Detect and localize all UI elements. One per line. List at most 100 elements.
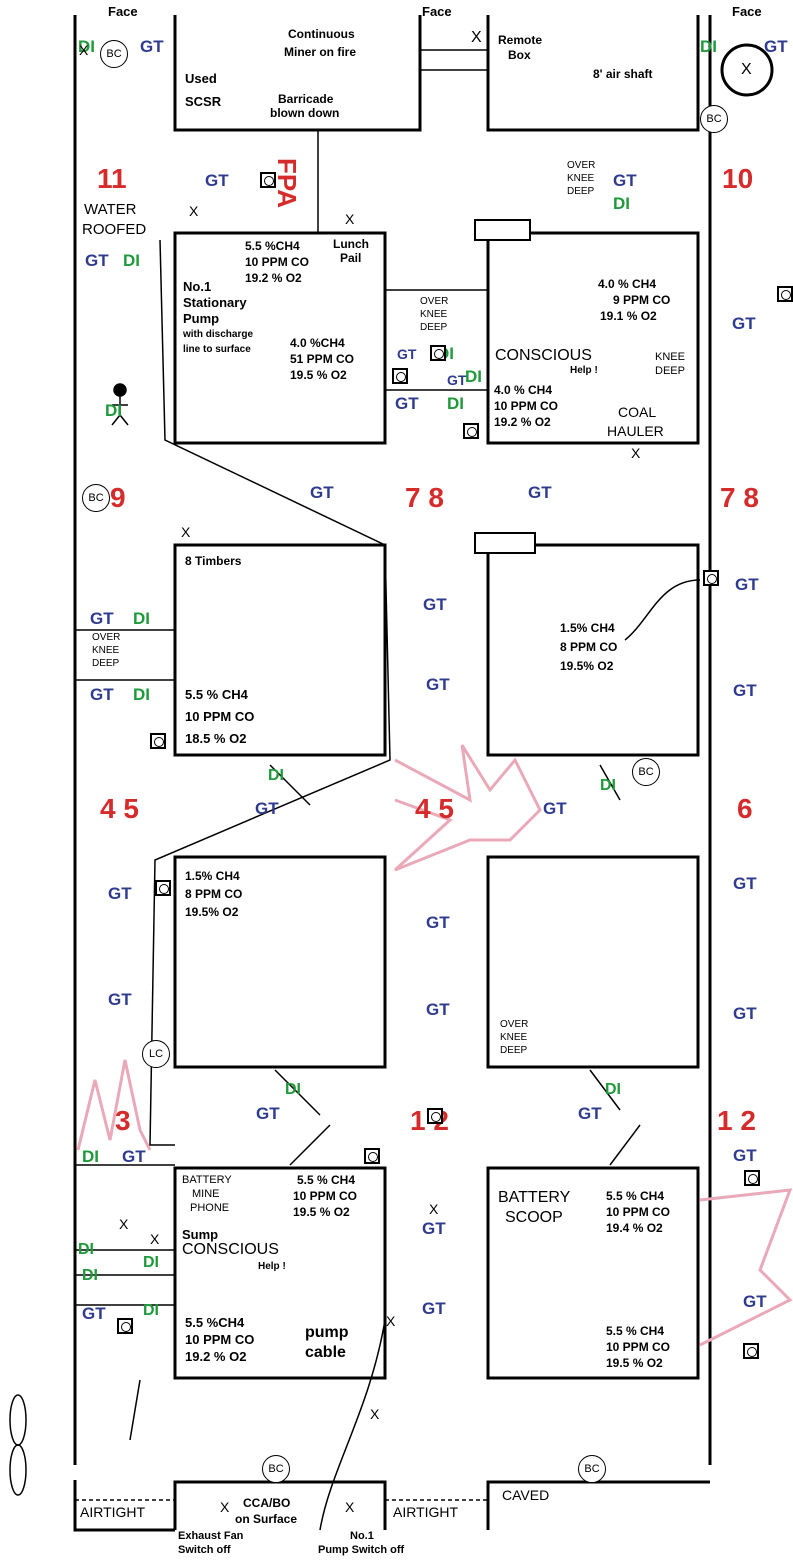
gas-reading: 10 PPM CO	[185, 709, 255, 724]
refuge-box-icon	[777, 286, 793, 302]
x-marker: X	[119, 1216, 129, 1232]
bc-marker: BC	[632, 758, 660, 786]
over-knee-label: OVER	[92, 632, 121, 643]
di-label: DI	[268, 767, 284, 784]
gas-reading: 10 PPM CO	[606, 1340, 671, 1354]
pump-cable-label: pump	[305, 1324, 349, 1341]
refuge-box-icon	[744, 1170, 760, 1186]
x-marker: X	[631, 445, 641, 461]
gt-label: GT	[82, 1304, 106, 1323]
gas-reading: 10 PPM CO	[293, 1189, 358, 1203]
remote-label-1: Remote	[498, 33, 543, 47]
miner-label-1: Continuous	[288, 27, 355, 41]
refuge-box-icon	[392, 368, 408, 384]
gt-label: GT	[733, 1146, 757, 1165]
crosscut-45-b: 4 5	[415, 793, 454, 824]
gt-label: GT	[90, 609, 114, 628]
gt-label: GT	[447, 372, 467, 388]
x-marker: X	[386, 1313, 396, 1329]
barricade-label-1: Barricade	[278, 92, 334, 106]
gas-reading: 5.5 % CH4	[606, 1324, 665, 1338]
x-marker: X	[220, 1499, 230, 1515]
coal-hauler-label: COAL	[618, 404, 657, 420]
over-knee-label: DEEP	[500, 1045, 528, 1056]
gas-reading: 10 PPM CO	[606, 1205, 671, 1219]
gt-label: GT	[578, 1104, 602, 1123]
gt-label: GT	[613, 171, 637, 190]
conscious-label: CONSCIOUS	[495, 347, 592, 364]
curtain-78-right	[599, 764, 621, 801]
gas-reading: 51 PPM CO	[290, 352, 355, 366]
scoop-label: SCOOP	[505, 1209, 563, 1226]
gas-reading: 4.0 %CH4	[290, 336, 345, 350]
gas-reading: 8 PPM CO	[185, 887, 243, 901]
over-knee-label: DEEP	[567, 186, 595, 197]
gt-label: GT	[140, 37, 164, 56]
gt-label: GT	[108, 990, 132, 1009]
help-label: Help !	[258, 1261, 286, 1272]
curtain-12-right	[589, 1069, 621, 1111]
block-45	[173, 855, 387, 1069]
x-marker: X	[181, 524, 191, 540]
gt-label: GT	[122, 1147, 146, 1166]
curtain-45-left	[269, 764, 311, 806]
coal-hauler-label: HAULER	[607, 423, 664, 439]
di-label: DI	[285, 1081, 301, 1098]
refuge-box-icon	[743, 1343, 759, 1359]
di-label: DI	[133, 609, 150, 628]
pump-label: Stationary	[183, 295, 247, 310]
over-knee-label: OVER	[500, 1019, 529, 1030]
gt-label: GT	[256, 1104, 280, 1123]
gt-label: GT	[733, 681, 757, 700]
air-shaft-circle	[720, 43, 774, 97]
fpa-label: FPA	[272, 158, 302, 209]
over-knee-label: KNEE	[92, 645, 120, 656]
crosscut-78-b: 7 8	[720, 482, 759, 513]
pump-cable-line	[319, 1319, 386, 1531]
x-marker: X	[345, 1499, 355, 1515]
crosscut-3: 3	[115, 1105, 131, 1136]
exhaust-label: Switch off	[178, 1544, 231, 1556]
air-shaft-label: 8' air shaft	[593, 67, 653, 81]
pump-label: Pump	[183, 311, 220, 326]
gt-label: GT	[85, 251, 109, 270]
gt-label: GT	[743, 1292, 767, 1311]
gas-reading: 19.5 % O2	[606, 1356, 663, 1370]
face-label-2: Face	[422, 4, 452, 19]
bc-marker: BC	[578, 1455, 606, 1483]
gt-label: GT	[423, 595, 447, 614]
block-6	[486, 855, 700, 1069]
refuge-box-icon	[150, 733, 166, 749]
di-label: DI	[78, 37, 95, 56]
gas-reading: 19.2 % O2	[494, 415, 551, 429]
cca-label: on Surface	[235, 1512, 298, 1526]
gas-reading: 4.0 % CH4	[494, 383, 553, 397]
cca-label: CCA/BO	[243, 1496, 291, 1510]
phone-label: MINE	[192, 1188, 220, 1200]
explosion-zone-45	[393, 744, 542, 872]
refuge-box-icon	[364, 1148, 380, 1164]
gas-reading: 5.5 %CH4	[245, 239, 300, 253]
di-label: DI	[133, 685, 150, 704]
remote-label-2: Box	[508, 48, 531, 62]
scsr-label-1: Used	[185, 71, 217, 86]
over-knee-label: OVER	[420, 296, 449, 307]
curtain-3-left	[274, 1069, 321, 1116]
crosscut-10: 10	[722, 163, 754, 194]
block-top-right	[486, 15, 700, 132]
over-knee-label: DEEP	[420, 322, 448, 333]
caved-label: CAVED	[502, 1487, 550, 1503]
pump-switch-label: Pump Switch off	[318, 1544, 405, 1556]
over-knee-label: OVER	[567, 160, 596, 171]
gas-reading: 9 PPM CO	[613, 293, 671, 307]
gt-label: GT	[422, 1299, 446, 1318]
airtight-label: AIRTIGHT	[80, 1504, 146, 1520]
gas-reading: 5.5 % CH4	[606, 1189, 665, 1203]
refuge-box-icon	[427, 1108, 443, 1124]
lunch-label-1: Lunch	[333, 237, 369, 251]
roofed-label: ROOFED	[82, 221, 147, 238]
over-knee-label: DEEP	[92, 658, 120, 669]
gt-label: GT	[426, 1000, 450, 1019]
pump-label: No.1	[183, 279, 212, 294]
gt-label: GT	[422, 1219, 446, 1238]
